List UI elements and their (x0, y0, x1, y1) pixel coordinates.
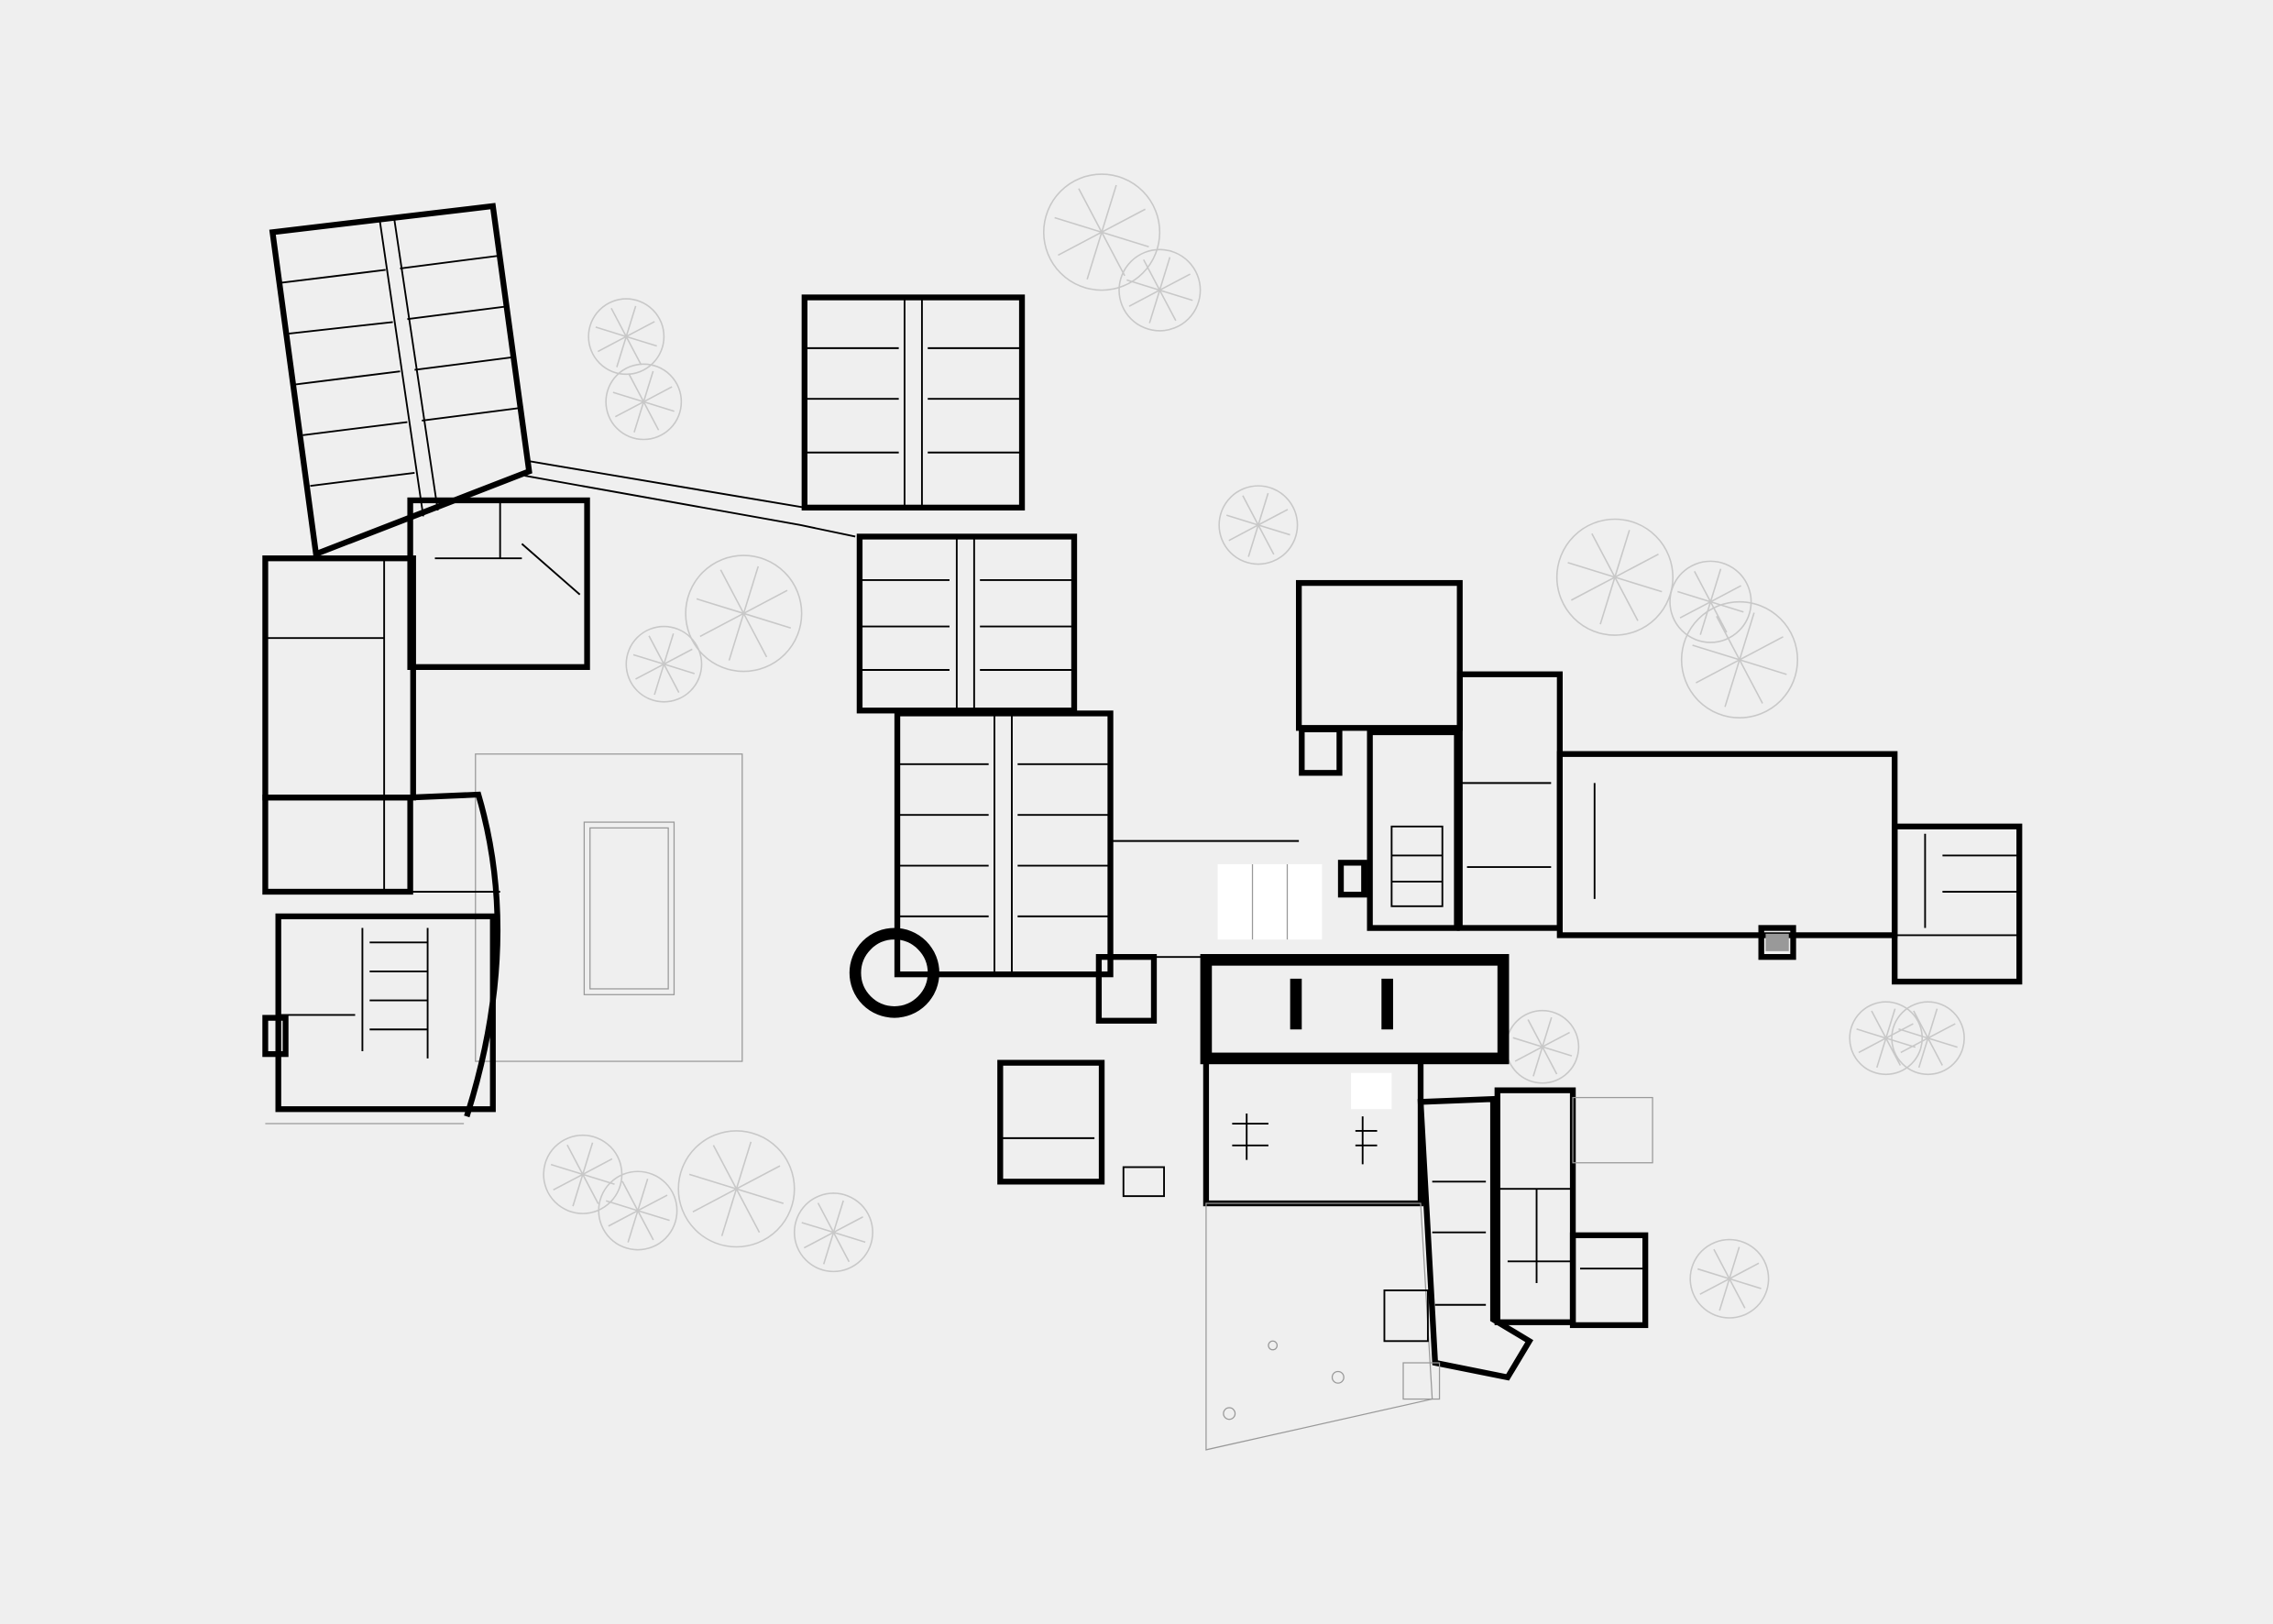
tree-icon (587, 298, 665, 376)
west-wing (262, 497, 590, 1118)
tree-icon (1218, 485, 1299, 565)
tree-icon (1849, 1001, 1924, 1076)
tree-icon (605, 363, 683, 441)
south-annex (997, 1059, 1166, 1198)
tree-icon (1505, 1009, 1580, 1084)
tree-icon (1042, 173, 1161, 291)
tree-icon (677, 1130, 796, 1248)
southeast-cluster (1383, 1087, 1653, 1400)
tree-icon (1689, 1238, 1770, 1319)
tree-icon (625, 625, 703, 703)
tree-icon (685, 554, 803, 673)
dormitory-block-south (849, 710, 1114, 1018)
tree-icon (1118, 248, 1202, 332)
west-wing-south (262, 913, 496, 1125)
tree-icon (1891, 1001, 1965, 1076)
main-hall (1200, 954, 1510, 1207)
terrace (1205, 1202, 1433, 1451)
tree-icon (1555, 518, 1674, 636)
tree-icon (1669, 560, 1752, 643)
tree-icon (598, 1170, 678, 1251)
east-pavilion (1892, 823, 2023, 985)
tree-icon (543, 1134, 623, 1214)
tree-icon (793, 1192, 873, 1273)
pool-deck (475, 753, 743, 1062)
central-link (1095, 839, 1508, 1024)
sports-hall (1556, 751, 1898, 960)
dormitory-block-northwest (269, 203, 533, 558)
trees (543, 173, 1965, 1319)
tree-icon (1680, 600, 1799, 719)
east-entry (1456, 671, 1563, 931)
walkway-bridge (524, 460, 856, 538)
dormitory-block-north (801, 294, 1026, 511)
east-tower (1295, 579, 1463, 931)
dormitory-block-middle (856, 533, 1078, 714)
